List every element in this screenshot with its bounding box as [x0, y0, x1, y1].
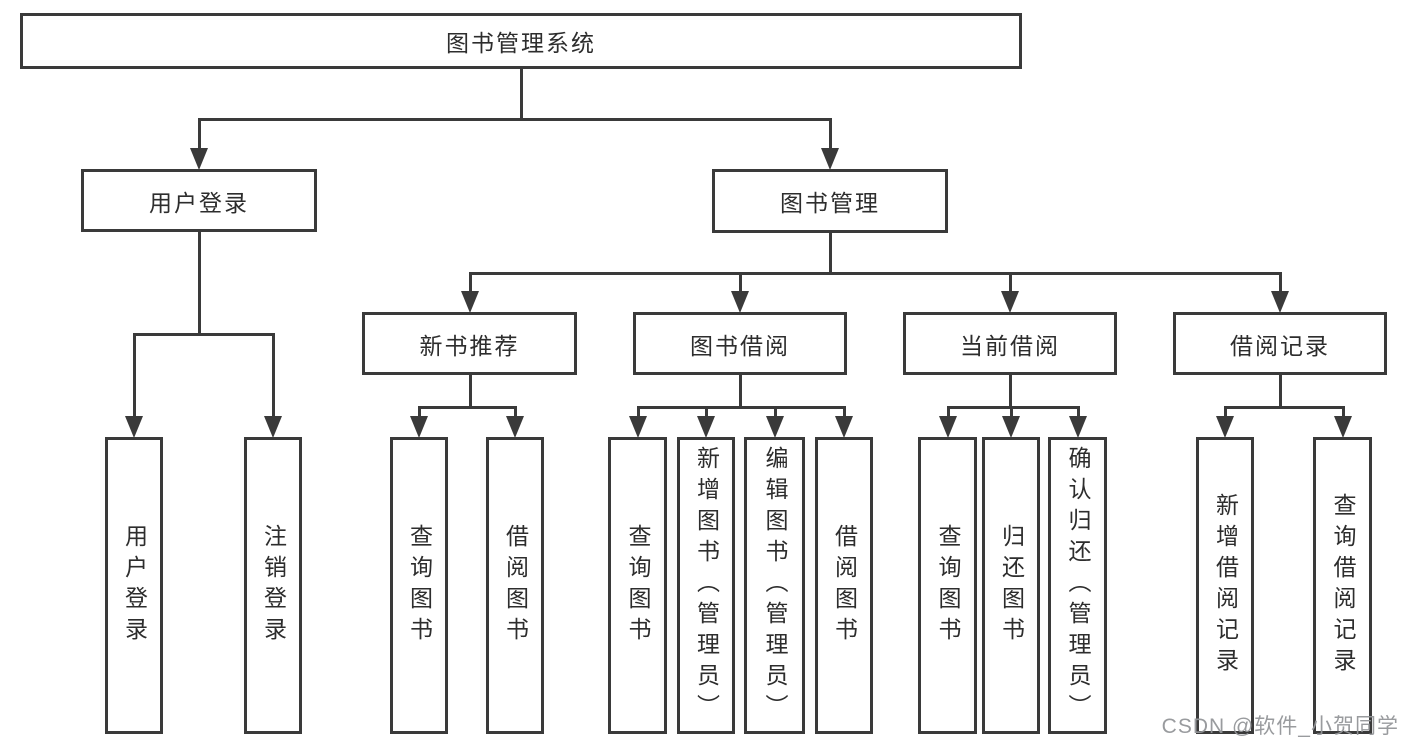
node-leaf-cb-query: 查询图书 — [918, 437, 977, 734]
connector-drop-book-borrow — [739, 272, 742, 292]
arrow-down-icon-leaf-cb-return — [1002, 416, 1020, 438]
arrow-down-icon-leaf-bb-query — [629, 416, 647, 438]
connector-drop-leaf-bh-query — [1342, 406, 1345, 417]
connector-stem-root — [520, 67, 523, 120]
connector-drop-user-login — [198, 118, 201, 149]
connector-bus-root — [198, 118, 831, 121]
node-leaf-new-borrow: 借阅图书 — [486, 437, 544, 734]
connector-drop-leaf-bb-query — [637, 406, 640, 417]
node-leaf-bb-add: 新增图书（管理员） — [677, 437, 735, 734]
connector-drop-current-borrow — [1009, 272, 1012, 292]
node-root: 图书管理系统 — [20, 13, 1022, 69]
connector-drop-leaf-cb-confirm — [1077, 406, 1080, 417]
arrow-down-icon-leaf-bh-query — [1334, 416, 1352, 438]
connector-stem-new-books — [469, 373, 472, 408]
arrow-down-icon-new-books — [461, 291, 479, 313]
node-leaf-bh-add: 新增借阅记录 — [1196, 437, 1254, 734]
connector-drop-leaf-logout — [272, 333, 275, 417]
node-user-login: 用户登录 — [81, 169, 317, 232]
connector-drop-leaf-login — [133, 333, 136, 417]
connector-drop-book-mgmt — [829, 118, 832, 149]
node-leaf-new-query: 查询图书 — [390, 437, 448, 734]
connector-drop-leaf-new-borrow — [514, 406, 517, 417]
node-leaf-bb-query: 查询图书 — [608, 437, 667, 734]
connector-stem-current-borrow — [1009, 373, 1012, 408]
connector-stem-user-login — [198, 230, 201, 335]
arrow-down-icon-leaf-cb-confirm — [1069, 416, 1087, 438]
arrow-down-icon-book-borrow — [731, 291, 749, 313]
connector-drop-borrow-history — [1279, 272, 1282, 292]
node-borrow-history: 借阅记录 — [1173, 312, 1387, 375]
arrow-down-icon-user-login — [190, 148, 208, 170]
connector-drop-leaf-cb-query — [947, 406, 950, 417]
node-book-borrow: 图书借阅 — [633, 312, 847, 375]
connector-stem-borrow-history — [1279, 373, 1282, 408]
connector-bus-borrow-history — [1224, 406, 1344, 409]
arrow-down-icon-leaf-bh-add — [1216, 416, 1234, 438]
node-current-borrow: 当前借阅 — [903, 312, 1117, 375]
connector-drop-leaf-new-query — [418, 406, 421, 417]
connector-bus-new-books — [418, 406, 516, 409]
arrow-down-icon-leaf-bb-add — [697, 416, 715, 438]
node-leaf-login: 用户登录 — [105, 437, 163, 734]
connector-stem-book-borrow — [739, 373, 742, 408]
node-leaf-bb-edit: 编辑图书（管理员） — [744, 437, 805, 734]
node-new-books: 新书推荐 — [362, 312, 577, 375]
arrow-down-icon-leaf-new-query — [410, 416, 428, 438]
node-leaf-bh-query: 查询借阅记录 — [1313, 437, 1372, 734]
connector-bus-current-borrow — [947, 406, 1079, 409]
arrow-down-icon-leaf-bb-borrow — [835, 416, 853, 438]
connector-drop-leaf-bh-add — [1224, 406, 1227, 417]
csdn-watermark: CSDN @软件_小贺同学 — [1161, 715, 1399, 738]
node-leaf-logout: 注销登录 — [244, 437, 302, 734]
connector-bus-book-mgmt — [469, 272, 1281, 275]
arrow-down-icon-leaf-cb-query — [939, 416, 957, 438]
connector-stem-book-mgmt — [829, 231, 832, 274]
connector-drop-new-books — [469, 272, 472, 292]
arrow-down-icon-leaf-bb-edit — [766, 416, 784, 438]
connector-drop-leaf-bb-add — [705, 406, 708, 417]
node-book-mgmt: 图书管理 — [712, 169, 948, 233]
connector-drop-leaf-cb-return — [1010, 406, 1013, 417]
arrow-down-icon-book-mgmt — [821, 148, 839, 170]
arrow-down-icon-leaf-new-borrow — [506, 416, 524, 438]
arrow-down-icon-leaf-login — [125, 416, 143, 438]
connector-drop-leaf-bb-borrow — [843, 406, 846, 417]
arrow-down-icon-current-borrow — [1001, 291, 1019, 313]
connector-drop-leaf-bb-edit — [774, 406, 777, 417]
arrow-down-icon-borrow-history — [1271, 291, 1289, 313]
connector-bus-user-login — [133, 333, 274, 336]
node-leaf-bb-borrow: 借阅图书 — [815, 437, 873, 734]
node-leaf-cb-return: 归还图书 — [982, 437, 1040, 734]
connector-bus-book-borrow — [637, 406, 845, 409]
arrow-down-icon-leaf-logout — [264, 416, 282, 438]
node-leaf-cb-confirm: 确认归还（管理员） — [1048, 437, 1107, 734]
